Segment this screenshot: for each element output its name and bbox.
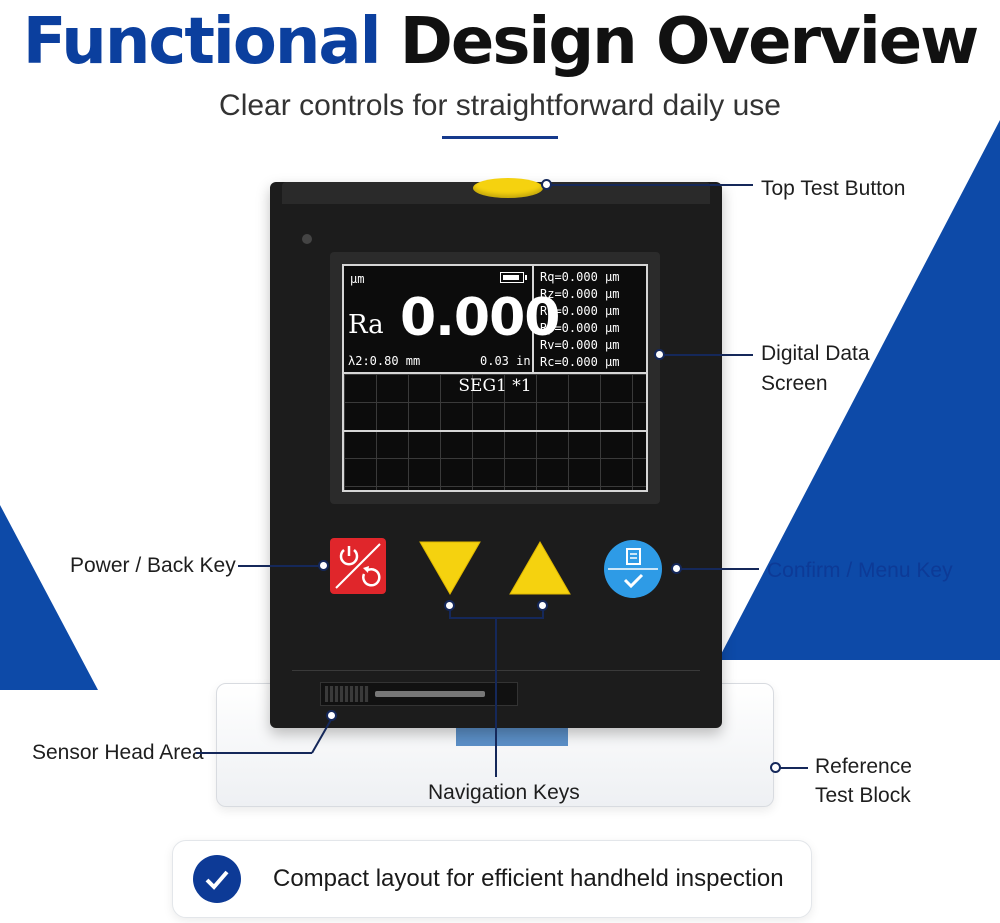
screen-display: μm Ra 0.000 λ2:0.80 mm 0.03 in Rq=0.000 … <box>342 264 648 492</box>
sensor-head-dot <box>326 710 337 721</box>
page-subtitle: Clear controls for straightforward daily… <box>219 89 781 122</box>
reference-line <box>780 767 808 769</box>
screen-line <box>664 354 753 356</box>
nav-stem <box>495 617 497 777</box>
power-back-line <box>238 565 318 567</box>
navigation-label: Navigation Keys <box>428 781 580 804</box>
battery-icon <box>500 272 527 283</box>
top-test-label: Top Test Button <box>761 177 906 200</box>
footer-banner: Compact layout for efficient handheld in… <box>172 840 812 918</box>
sensor-head-line-h <box>196 752 312 754</box>
reading-rz: Rz=0.000 μm <box>540 287 620 301</box>
reference-label-2: Test Block <box>815 784 911 807</box>
up-triangle-icon <box>509 540 571 595</box>
sensor-probe <box>375 691 485 697</box>
reading-rt: Rt=0.000 μm <box>540 304 620 318</box>
down-arrow-key[interactable] <box>418 540 482 596</box>
test-block-label-strip <box>456 726 568 746</box>
nav-bracket-right <box>542 610 544 618</box>
confirm-menu-key[interactable] <box>604 540 662 598</box>
main-value: 0.000 <box>400 288 560 348</box>
power-back-icon <box>335 543 381 589</box>
param-label: Ra <box>348 310 384 340</box>
down-triangle-icon <box>419 541 481 596</box>
lambda-label: λ2:0.80 mm <box>348 354 421 368</box>
sensor-head <box>320 682 518 706</box>
reading-rq: Rq=0.000 μm <box>540 270 620 284</box>
menu-confirm-icon <box>608 548 658 589</box>
power-back-label: Power / Back Key <box>70 554 236 577</box>
segment-label: SEG1 *1 <box>458 376 532 396</box>
sensor-knurl <box>325 686 369 702</box>
sensor-head-line-diagonal <box>311 717 333 754</box>
nav-bracket-left <box>449 610 451 618</box>
top-test-line <box>551 184 753 186</box>
reading-rv: Rv=0.000 μm <box>540 338 620 352</box>
sensor-head-label: Sensor Head Area <box>32 741 204 764</box>
confirm-line <box>681 568 759 570</box>
indicator-led <box>302 234 312 244</box>
graph-baseline <box>344 430 646 432</box>
graph-grid <box>344 374 646 490</box>
confirm-label: Confirm / Menu Key <box>767 559 953 582</box>
screen-divider-vertical <box>532 266 534 374</box>
unit-label: μm <box>350 272 365 286</box>
left-blue-triangle <box>0 505 98 690</box>
screen-label-1: Digital Data <box>761 342 870 365</box>
subtitle-underline <box>442 136 558 139</box>
length-label: 0.03 in <box>480 354 531 368</box>
top-test-button[interactable] <box>473 178 543 198</box>
screen-label-2: Screen <box>761 372 828 395</box>
check-circle-icon <box>193 855 241 903</box>
power-back-key[interactable] <box>330 538 386 594</box>
page-title: Functional Design Overview <box>0 2 1000 82</box>
title-part-blue: Functional <box>22 5 382 79</box>
up-arrow-key[interactable] <box>508 540 572 596</box>
footer-text: Compact layout for efficient handheld in… <box>273 865 784 892</box>
screen-divider-horizontal <box>344 372 646 374</box>
profile-graph-area: SEG1 *1 <box>344 374 646 490</box>
power-back-dot <box>318 560 329 571</box>
digital-data-screen: μm Ra 0.000 λ2:0.80 mm 0.03 in Rq=0.000 … <box>330 252 660 504</box>
reference-label-1: Reference <box>815 755 912 778</box>
reading-rp: Rp=0.000 μm <box>540 321 620 335</box>
right-blue-triangle <box>718 120 1000 660</box>
title-part-black: Design Overview <box>399 5 979 79</box>
reading-rc: Rc=0.000 μm <box>540 355 620 369</box>
